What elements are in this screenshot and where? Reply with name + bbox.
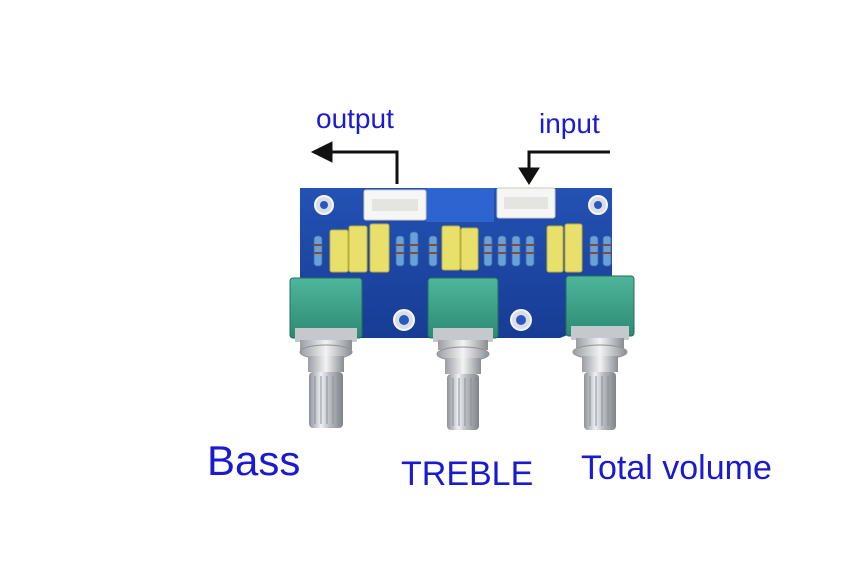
input-label: input: [539, 108, 600, 139]
arrow-left-icon: [310, 141, 399, 184]
treble-label: TREBLE: [401, 455, 534, 493]
treble-potentiometer: [427, 277, 499, 430]
input-connector: [496, 187, 556, 219]
arrow-down-icon: [518, 150, 610, 185]
bass-potentiometer: [289, 277, 363, 428]
output-connector: [363, 189, 427, 221]
resistors: [313, 231, 612, 267]
output-label: output: [316, 103, 394, 134]
volume-potentiometer: [565, 275, 635, 430]
capacitors: [329, 223, 583, 273]
total-volume-label: Total volume: [581, 449, 772, 487]
bass-label: Bass: [207, 437, 301, 484]
